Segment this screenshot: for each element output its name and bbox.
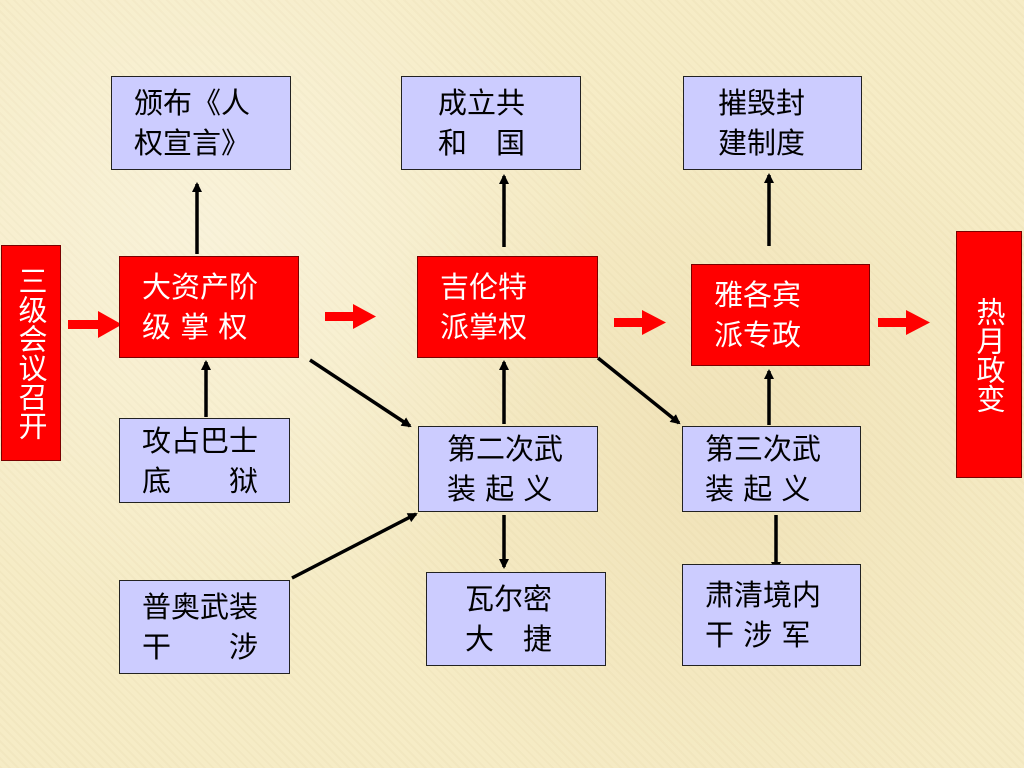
node-dierci-wuzhuang: 第二次武 装 起 义 xyxy=(418,426,598,512)
node-chengli-gongheguo: 成立共 和 国 xyxy=(401,76,581,170)
arrow-jilunte-to-disanci xyxy=(596,356,681,425)
node-dazichan-zhangquan: 大资产阶 级 掌 权 xyxy=(119,256,299,358)
flow-arrow-4 xyxy=(878,310,930,335)
node-gongzhan-bashidiyu: 攻占巴士 底 狱 xyxy=(119,418,290,503)
node-puao-ganshe: 普奥武装 干 涉 xyxy=(119,580,290,674)
flow-arrow-2 xyxy=(325,304,376,329)
node-jilunte-zhangquan: 吉伦特 派掌权 xyxy=(417,256,598,358)
arrow-puao-to-dierci xyxy=(291,512,418,580)
arrow-dazichan-to-dierci xyxy=(309,358,412,428)
node-banbu-renquan: 颁布《人 权宣言》 xyxy=(111,76,291,170)
node-sanji-huiyi: 三级会议召开 xyxy=(1,245,61,461)
node-disanci-wuzhuang: 第三次武 装 起 义 xyxy=(682,426,861,512)
node-cuihui-fengjian: 摧毁封 建制度 xyxy=(683,76,862,170)
node-yagebin-zhuanzheng: 雅各宾 派专政 xyxy=(691,264,870,366)
flow-arrow-3 xyxy=(614,310,666,335)
node-waermi-dajie: 瓦尔密 大 捷 xyxy=(426,572,606,666)
node-remue-zhengbian: 热月政变 xyxy=(956,231,1022,478)
node-suqing-ganshejun: 肃清境内 干 涉 军 xyxy=(682,564,861,666)
flow-arrow-1 xyxy=(68,311,122,338)
